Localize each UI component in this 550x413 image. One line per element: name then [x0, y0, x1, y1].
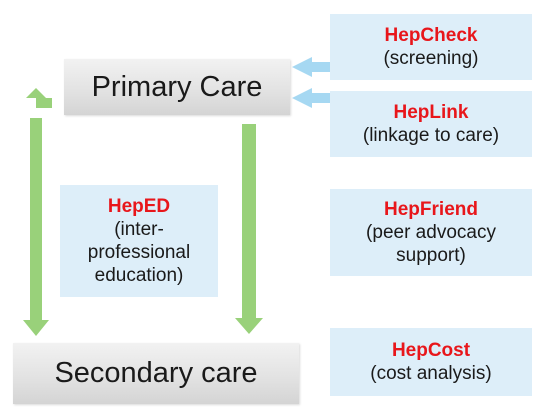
hepcost-title: HepCost [391, 340, 471, 361]
heped-box: HepED (inter- professional education) [60, 185, 218, 297]
heped-desc-line: education) [94, 265, 184, 286]
heplink-title: HepLink [393, 102, 469, 123]
primary-care-label: Primary Care [91, 70, 263, 103]
arrow-heplink-to-primary [292, 88, 330, 108]
secondary-care-label: Secondary care [54, 357, 258, 389]
hepcheck-desc-line: (screening) [383, 48, 479, 69]
primary-care-box: Primary Care [64, 59, 290, 115]
hepcost-box: HepCost (cost analysis) [330, 328, 532, 396]
hepfriend-title: HepFriend [384, 199, 478, 220]
hepfriend-desc-line: support) [396, 245, 466, 266]
heplink-desc-line: (linkage to care) [362, 125, 500, 146]
hepcheck-box: HepCheck (screening) [330, 14, 532, 80]
hepcheck-title: HepCheck [384, 25, 478, 46]
heped-desc-line: (inter- [114, 219, 164, 240]
heped-desc-line: professional [87, 242, 191, 263]
hepfriend-desc-line: (peer advocacy [366, 222, 496, 243]
arrow-secondary-to-primary [23, 88, 52, 336]
arrow-primary-to-secondary [235, 124, 263, 334]
heped-title: HepED [107, 196, 171, 217]
arrow-hepcheck-to-primary [292, 57, 330, 77]
hepcost-desc-line: (cost analysis) [370, 363, 492, 384]
hepfriend-box: HepFriend (peer advocacy support) [330, 189, 532, 276]
heplink-box: HepLink (linkage to care) [330, 91, 532, 157]
secondary-care-box: Secondary care [13, 343, 299, 404]
